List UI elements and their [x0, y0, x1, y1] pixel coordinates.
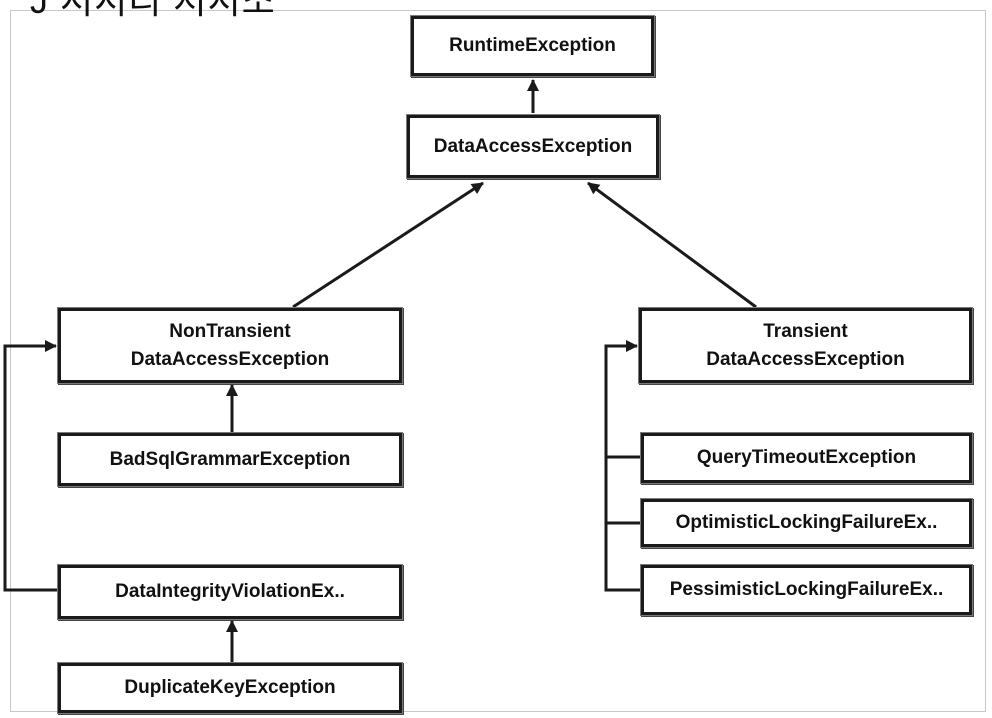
node-label: DataAccessException [433, 135, 633, 157]
edge-transient-to-dataaccess [587, 181, 757, 309]
edge-transient-subclasses-trunk [604, 340, 641, 592]
node-label-line-2: DataAccessException [130, 348, 330, 370]
node-data-integrity-violation-exception: DataIntegrityViolationEx.. [58, 565, 402, 619]
node-label-line-1: NonTransient [169, 320, 291, 342]
node-label: OptimisticLockingFailureEx.. [675, 512, 938, 533]
node-label: RuntimeException [449, 35, 616, 56]
node-pessimistic-locking-failure-exception: PessimisticLockingFailureEx.. [641, 565, 972, 615]
node-optimistic-locking-failure-exception: OptimisticLockingFailureEx.. [641, 499, 972, 547]
node-transient-data-access-exception: Transient DataAccessException [639, 308, 972, 383]
edge-dataintegrity-to-nontransient [3, 340, 58, 592]
node-label: QueryTimeoutException [696, 447, 917, 468]
header-fragment: Ĵ 서서리 저서소 [30, 0, 276, 21]
node-label: BadSqlGrammarException [109, 448, 351, 470]
node-duplicate-key-exception: DuplicateKeyException [58, 663, 402, 713]
node-non-transient-data-access-exception: NonTransient DataAccessException [58, 308, 402, 383]
node-label-line-1: Transient [763, 320, 848, 342]
node-label: DataIntegrityViolationEx.. [115, 581, 345, 602]
node-query-timeout-exception: QueryTimeoutException [641, 433, 972, 483]
node-bad-sql-grammar-exception: BadSqlGrammarException [58, 433, 402, 486]
node-runtime-exception: RuntimeException [411, 16, 654, 76]
node-label: DuplicateKeyException [124, 677, 336, 698]
edge-nontransient-to-dataaccess [292, 181, 484, 309]
node-label: PessimisticLockingFailureEx.. [669, 579, 944, 600]
node-label-line-2: DataAccessException [706, 348, 905, 370]
node-data-access-exception: DataAccessException [407, 115, 659, 178]
